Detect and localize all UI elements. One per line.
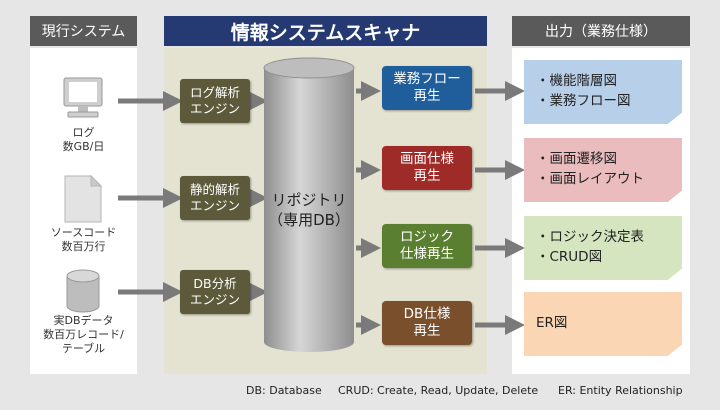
output-item: ER図 bbox=[536, 315, 568, 331]
output-item: ・CRUD図 bbox=[536, 249, 603, 265]
reproduction-label: DB仕様 bbox=[403, 306, 451, 322]
source-log-line2: 数GB/日 bbox=[62, 140, 105, 153]
repository-cylinder bbox=[263, 57, 355, 352]
header-scanner: 情報システムスキャナ bbox=[164, 16, 487, 46]
header-scanner-label: 情報システムスキャナ bbox=[230, 21, 421, 44]
repository-line1: リポジトリ bbox=[271, 191, 347, 209]
output-er: ER図 bbox=[524, 292, 682, 356]
static-analysis-engine: 静的解析 エンジン bbox=[180, 176, 250, 220]
source-log-label: ログ 数GB/日 bbox=[30, 126, 137, 154]
log-analysis-engine: ログ解析 エンジン bbox=[180, 79, 250, 123]
computer-icon bbox=[63, 77, 103, 118]
database-icon bbox=[66, 269, 100, 313]
engine-label: DB分析 bbox=[193, 276, 237, 291]
business-flow-reproduction: 業務フロー 再生 bbox=[382, 66, 472, 110]
header-current-system-label: 現行システム bbox=[41, 24, 126, 40]
output-item: ・画面レイアウト bbox=[536, 171, 644, 187]
header-current-system: 現行システム bbox=[30, 16, 137, 46]
engine-label: 静的解析 bbox=[189, 182, 240, 197]
source-code-line2: 数百万行 bbox=[61, 240, 106, 253]
repository-line2: （専用DB） bbox=[268, 211, 350, 229]
output-item: ・業務フロー図 bbox=[536, 93, 631, 109]
header-output: 出力（業務仕様） bbox=[512, 16, 690, 46]
source-db-line2: 数百万レコード/ bbox=[43, 328, 124, 341]
engine-label: ログ解析 bbox=[189, 85, 240, 100]
source-code-line1: ソースコード bbox=[50, 226, 117, 239]
reproduction-label: 再生 bbox=[413, 323, 441, 339]
source-log-line1: ログ bbox=[72, 126, 95, 139]
source-db-label: 実DBデータ 数百万レコード/ テーブル bbox=[30, 314, 137, 356]
footnote-db: DB: Database bbox=[246, 384, 322, 397]
source-code-label: ソースコード 数百万行 bbox=[30, 226, 137, 254]
db-analysis-engine: DB分析 エンジン bbox=[180, 270, 250, 314]
footnote-crud: CRUD: Create, Read, Update, Delete bbox=[338, 384, 539, 397]
engine-label: エンジン bbox=[189, 292, 240, 307]
source-db-line1: 実DBデータ bbox=[53, 314, 114, 327]
reproduction-label: 仕様再生 bbox=[400, 246, 454, 262]
footnote-er: ER: Entity Relationship bbox=[558, 384, 683, 397]
reproduction-label: 画面仕様 bbox=[400, 151, 454, 167]
reproduction-label: 再生 bbox=[413, 88, 441, 104]
output-item: ・画面遷移図 bbox=[536, 151, 617, 167]
output-logic: ・ロジック決定表 ・CRUD図 bbox=[524, 216, 682, 280]
screen-spec-reproduction: 画面仕様 再生 bbox=[382, 146, 472, 190]
reproduction-label: 業務フロー bbox=[393, 71, 461, 87]
output-business-flow: ・機能階層図 ・業務フロー図 bbox=[524, 60, 682, 124]
source-db-line3: テーブル bbox=[61, 342, 106, 355]
db-spec-reproduction: DB仕様 再生 bbox=[382, 301, 472, 345]
repository-label: リポジトリ （専用DB） bbox=[261, 190, 357, 230]
reproduction-label: ロジック bbox=[400, 229, 454, 245]
document-icon bbox=[64, 174, 103, 223]
reproduction-label: 再生 bbox=[413, 168, 441, 184]
output-screen: ・画面遷移図 ・画面レイアウト bbox=[524, 138, 682, 202]
logic-spec-reproduction: ロジック 仕様再生 bbox=[382, 224, 472, 268]
output-item: ・ロジック決定表 bbox=[536, 229, 644, 245]
engine-label: エンジン bbox=[189, 198, 240, 213]
header-output-label: 出力（業務仕様） bbox=[545, 24, 657, 40]
output-item: ・機能階層図 bbox=[536, 73, 617, 89]
engine-label: エンジン bbox=[189, 101, 240, 116]
